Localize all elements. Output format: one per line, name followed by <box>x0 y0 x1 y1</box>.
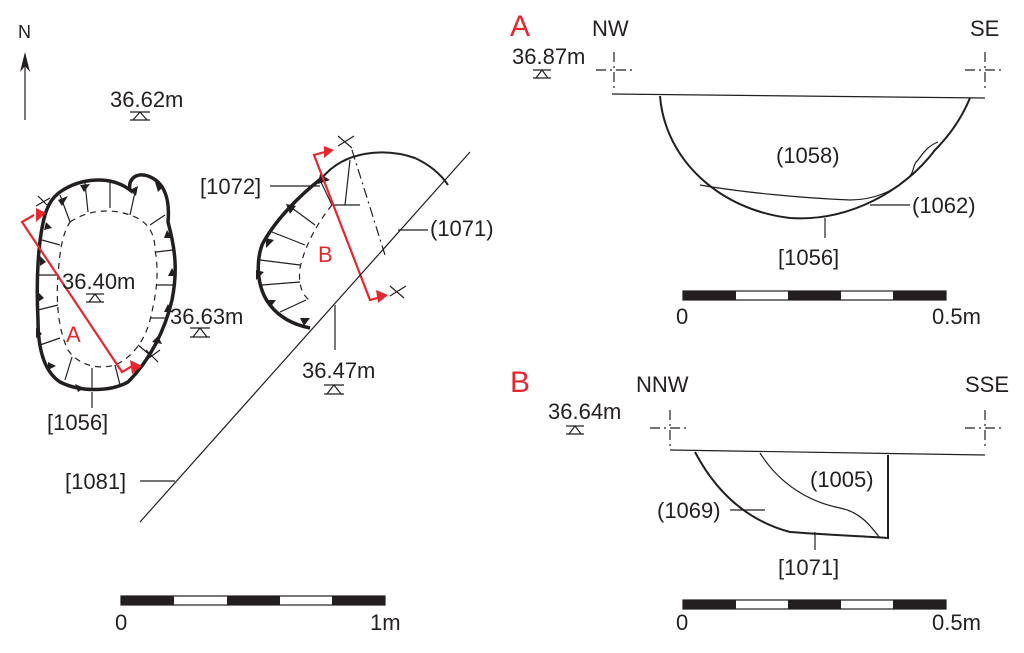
section-b-datum: 36.64m <box>548 399 621 424</box>
section-line-a: A <box>20 195 161 374</box>
plan-scale-start: 0 <box>115 610 127 635</box>
section-b-scale-end: 0.5m <box>932 610 981 635</box>
section-b-scale-bar: 0 0.5m <box>676 599 981 635</box>
level-label-1: 36.62m <box>110 87 183 112</box>
level-label-2: 36.40m <box>62 269 135 294</box>
section-b: B NNW SSE 36.64m (1005) (1069) [1071] 0 … <box>510 366 1009 635</box>
level-marker-3: 36.63m <box>170 304 243 338</box>
fill-1071-label: (1071) <box>430 216 494 241</box>
section-a: A NW SE 36.87m (1058) (1062) [1056] 0 0.… <box>510 10 1003 329</box>
section-a-letter: A <box>510 10 530 43</box>
section-a-right-orientation: SE <box>970 16 999 41</box>
level-marker-2: 36.40m <box>62 269 135 303</box>
pit-1056-plan <box>35 173 177 392</box>
level-label-3: 36.63m <box>170 304 243 329</box>
section-a-datum: 36.87m <box>512 44 585 69</box>
section-a-fill-1062: (1062) <box>912 193 976 218</box>
plan-scale-bar: 0 1m <box>115 595 401 635</box>
section-a-scale-bar: 0 0.5m <box>676 290 981 329</box>
section-a-scale-start: 0 <box>676 304 688 329</box>
level-marker-1: 36.62m <box>110 87 183 121</box>
pit-1072-plan <box>256 149 449 330</box>
section-marker-b: B <box>318 242 333 267</box>
plan-scale-end: 1m <box>370 610 401 635</box>
level-marker-4: 36.47m <box>302 305 375 395</box>
north-label: N <box>18 22 31 42</box>
pit-1056-label: [1056] <box>47 410 108 435</box>
level-label-4: 36.47m <box>302 358 375 383</box>
section-b-left-orientation: NNW <box>636 372 689 397</box>
section-b-scale-start: 0 <box>676 610 688 635</box>
section-a-left-orientation: NW <box>592 16 629 41</box>
section-a-cut-1056: [1056] <box>778 245 839 270</box>
pit-1072-label: [1072] <box>200 174 261 199</box>
section-b-right-orientation: SSE <box>965 372 1009 397</box>
section-line-b: B <box>312 135 407 303</box>
section-b-fill-1069: (1069) <box>657 498 721 523</box>
section-marker-a: A <box>66 322 81 347</box>
plan-view: N 36.62m <box>18 22 494 635</box>
section-a-scale-end: 0.5m <box>932 304 981 329</box>
north-arrow: N <box>18 22 31 120</box>
section-a-fill-1058: (1058) <box>776 143 840 168</box>
section-b-fill-1005: (1005) <box>810 467 874 492</box>
ditch-1081-label: [1081] <box>65 469 126 494</box>
ditch-1081-line <box>139 151 471 523</box>
section-b-cut-1071: [1071] <box>778 555 839 580</box>
section-b-letter: B <box>510 366 530 399</box>
